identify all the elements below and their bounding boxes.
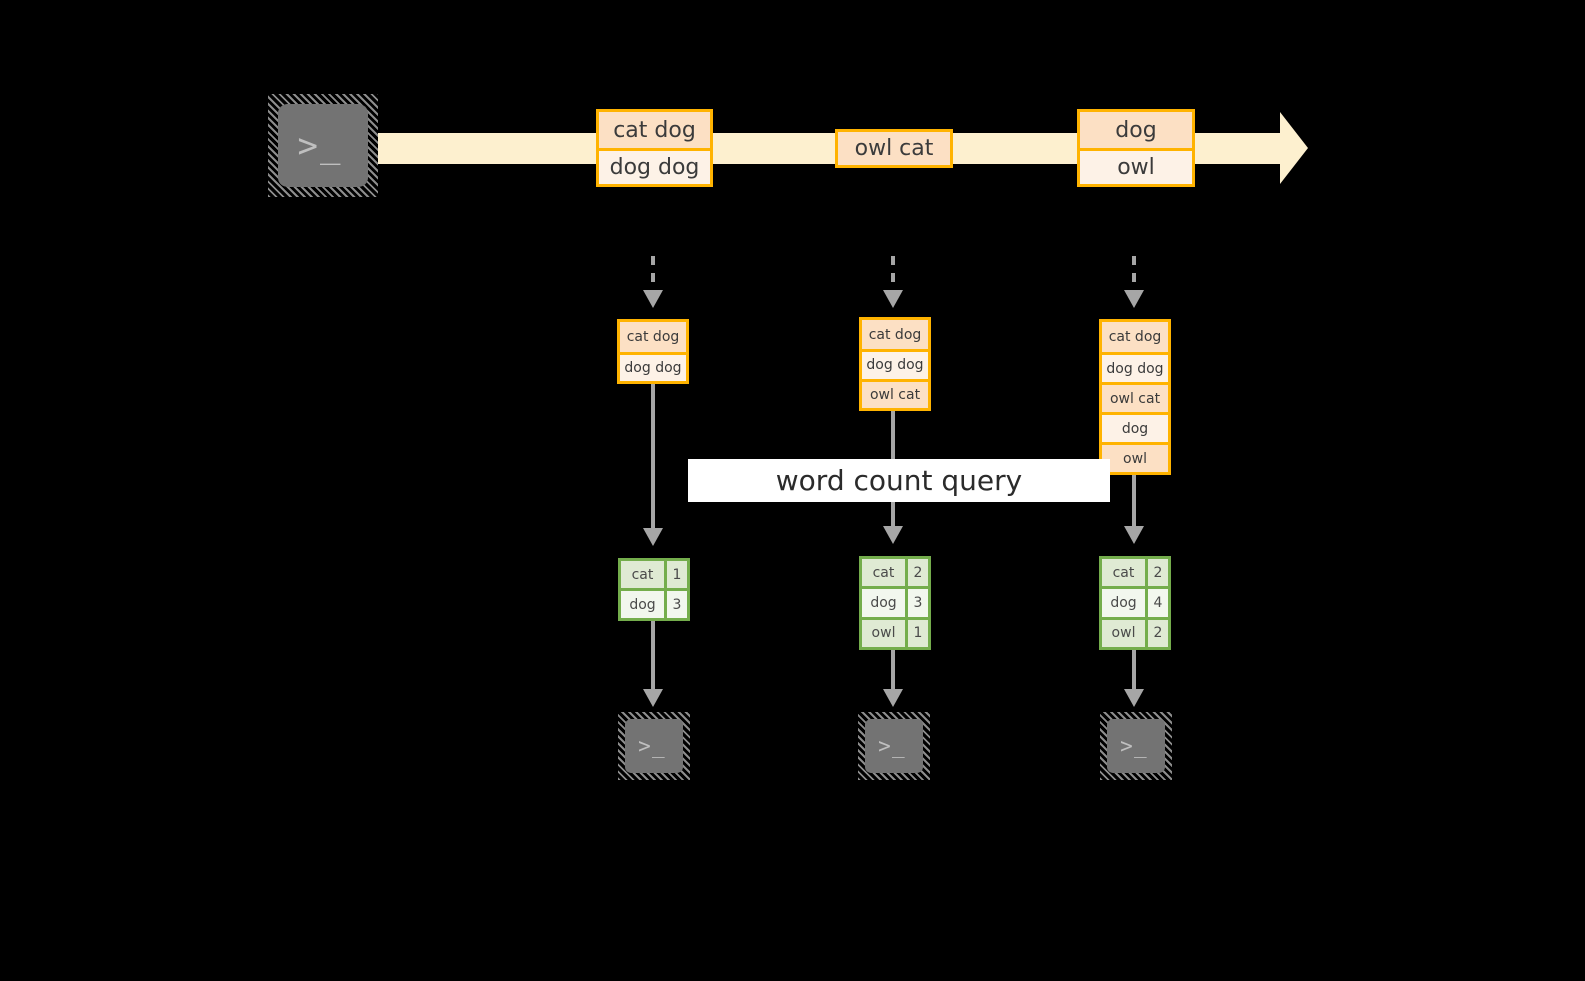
stage-2-result-table[interactable]: cat 2 dog 3 owl 1	[859, 556, 931, 650]
stage-3-input-box[interactable]: cat dog dog dog owl cat dog owl	[1099, 319, 1171, 475]
stage-2-query-arrow-head	[883, 526, 903, 544]
source-terminal-icon[interactable]: >_	[268, 94, 378, 197]
stage-3-feed-arrow-head	[1124, 290, 1144, 308]
stage-1-sink-line	[651, 621, 655, 693]
stream-batch-1-row: cat dog	[599, 112, 710, 148]
terminal-prompt-glyph: >_	[638, 733, 666, 758]
stage-1-query-arrow-head	[643, 528, 663, 546]
word-count-query-text: word count query	[775, 464, 1023, 497]
result-word-cell: owl	[862, 619, 908, 647]
stream-batch-2-row: owl cat	[838, 132, 950, 165]
stage-2-sink-arrow-head	[883, 689, 903, 707]
stage-1-result-table[interactable]: cat 1 dog 3	[618, 558, 690, 621]
stream-batch-3[interactable]: dog owl	[1077, 109, 1195, 187]
result-word-cell: dog	[862, 589, 908, 617]
table-row: cat 2	[1102, 559, 1168, 587]
stage-2-input-box[interactable]: cat dog dog dog owl cat	[859, 317, 931, 411]
result-word-cell: dog	[621, 591, 667, 618]
table-row: dog 3	[621, 588, 687, 618]
result-count-cell: 1	[908, 619, 928, 647]
stage-2-feed-arrow-head	[883, 290, 903, 308]
terminal-body	[278, 104, 368, 187]
table-row: owl 2	[1102, 616, 1168, 647]
terminal-body	[625, 719, 683, 773]
stage-3-query-line	[1132, 475, 1136, 530]
result-word-cell: cat	[862, 559, 908, 587]
stream-batch-3-row: dog	[1080, 112, 1192, 148]
result-count-cell: 1	[667, 561, 687, 588]
stage-3-input-row: dog dog	[1102, 352, 1168, 382]
stream-batch-1-row: dog dog	[599, 148, 710, 184]
result-word-cell: cat	[1102, 559, 1148, 587]
stage-1-input-row: dog dog	[620, 351, 686, 381]
stage-3-input-row: dog	[1102, 412, 1168, 442]
stream-batch-2[interactable]: owl cat	[835, 129, 953, 168]
table-row: cat 2	[862, 559, 928, 587]
stream-arrow-head	[1280, 112, 1308, 184]
result-word-cell: cat	[621, 561, 667, 588]
result-count-cell: 2	[1148, 619, 1168, 647]
terminal-prompt-glyph: >_	[1120, 733, 1148, 758]
table-row: cat 1	[621, 561, 687, 588]
terminal-body	[865, 719, 923, 773]
terminal-body	[1107, 719, 1165, 773]
stage-2-input-row: cat dog	[862, 320, 928, 350]
result-count-cell: 3	[667, 591, 687, 618]
stage-3-sink-terminal-icon[interactable]: >_	[1100, 712, 1172, 780]
stage-3-input-row: cat dog	[1102, 322, 1168, 352]
stage-2-sink-terminal-icon[interactable]: >_	[858, 712, 930, 780]
result-count-cell: 2	[1148, 559, 1168, 587]
table-row: dog 3	[862, 586, 928, 617]
stage-2-feed-line	[891, 256, 895, 292]
table-row: dog 4	[1102, 586, 1168, 617]
stage-3-feed-line	[1132, 256, 1136, 292]
stage-3-result-table[interactable]: cat 2 dog 4 owl 2	[1099, 556, 1171, 650]
stage-1-feed-line	[651, 256, 655, 292]
result-count-cell: 4	[1148, 589, 1168, 617]
stage-2-input-row: owl cat	[862, 378, 928, 408]
stage-1-sink-terminal-icon[interactable]: >_	[618, 712, 690, 780]
stage-3-input-row: owl	[1102, 442, 1168, 472]
stage-1-query-line	[651, 384, 655, 532]
stage-3-sink-arrow-head	[1124, 689, 1144, 707]
result-count-cell: 2	[908, 559, 928, 587]
result-word-cell: dog	[1102, 589, 1148, 617]
stage-1-input-row: cat dog	[620, 322, 686, 352]
stage-2-sink-line	[891, 650, 895, 693]
terminal-prompt-glyph: >_	[297, 125, 343, 166]
stage-1-feed-arrow-head	[643, 290, 663, 308]
stage-3-input-row: owl cat	[1102, 382, 1168, 412]
stage-3-query-arrow-head	[1124, 526, 1144, 544]
stage-1-input-box[interactable]: cat dog dog dog	[617, 319, 689, 384]
result-word-cell: owl	[1102, 619, 1148, 647]
result-count-cell: 3	[908, 589, 928, 617]
terminal-prompt-glyph: >_	[878, 733, 906, 758]
stage-2-input-row: dog dog	[862, 349, 928, 379]
stream-batch-3-row: owl	[1080, 148, 1192, 184]
table-row: owl 1	[862, 616, 928, 647]
stage-1-sink-arrow-head	[643, 689, 663, 707]
stream-batch-1[interactable]: cat dog dog dog	[596, 109, 713, 187]
word-count-query-label: word count query	[688, 459, 1110, 502]
stage-3-sink-line	[1132, 650, 1136, 693]
